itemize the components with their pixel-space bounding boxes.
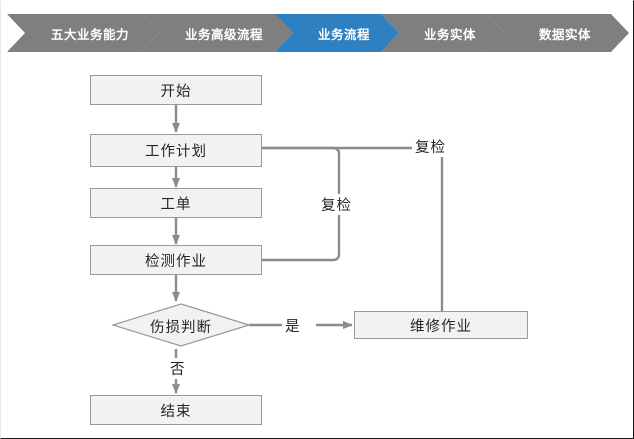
node-start-label: 开始	[160, 83, 192, 100]
breadcrumb-item-1-label: 业务高级流程	[184, 27, 263, 42]
edge-label-no: 否	[167, 358, 189, 379]
node-plan-label: 工作计划	[145, 144, 207, 160]
node-end[interactable]: 结束	[90, 395, 262, 425]
node-end-label: 结束	[160, 403, 192, 420]
breadcrumb-item-1[interactable]: 业务高级流程	[141, 14, 293, 52]
breadcrumb-item-3-label: 业务实体	[423, 27, 476, 42]
edge-label-recheck-inner: 复检	[318, 194, 355, 215]
node-start[interactable]: 开始	[90, 75, 262, 105]
node-inspect[interactable]: 检测作业	[90, 245, 262, 275]
breadcrumb-item-4-label: 数据实体	[538, 27, 591, 42]
node-order-label: 工单	[160, 196, 192, 213]
breadcrumb-item-4[interactable]: 数据实体	[487, 14, 629, 52]
node-decision-label: 伤损判断	[150, 320, 212, 336]
edge-repair-recheck-plan	[189, 146, 444, 311]
edge-label-yes: 是	[282, 315, 304, 336]
breadcrumb-item-0[interactable]: 五大业务能力	[7, 14, 159, 52]
node-repair-label: 维修作业	[410, 318, 472, 335]
breadcrumb-item-2-label: 业务流程	[317, 27, 370, 42]
breadcrumb: 五大业务能力 业务高级流程 业务流程 业务实体 数据实体	[1, 14, 633, 52]
node-decision[interactable]	[112, 303, 250, 347]
node-plan[interactable]: 工作计划	[90, 134, 262, 167]
node-order[interactable]: 工单	[90, 188, 262, 218]
edge-label-recheck-outer: 复检	[412, 136, 449, 157]
node-inspect-label: 检测作业	[145, 253, 207, 270]
breadcrumb-item-0-label: 五大业务能力	[50, 27, 129, 42]
node-repair[interactable]: 维修作业	[354, 311, 528, 339]
breadcrumb-item-2[interactable]: 业务流程	[275, 14, 399, 52]
breadcrumb-item-3[interactable]: 业务实体	[381, 14, 505, 52]
